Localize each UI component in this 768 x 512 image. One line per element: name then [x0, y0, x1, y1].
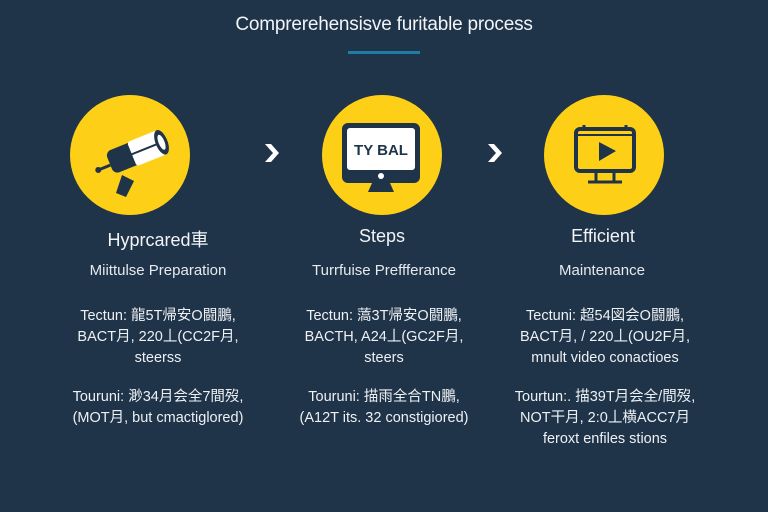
- desc-line: Tectun: 龍5T帰安O闘鵬,: [80, 308, 236, 324]
- page-title: Comprerehensisve furitable process: [235, 14, 533, 35]
- desc-line: Touruni: 渺34月会全7間歿,: [72, 389, 244, 405]
- step-1-title: Hyprcared車: [107, 230, 209, 250]
- desc-line: NOT干月, 2:0丄横ACC7月: [520, 410, 690, 426]
- chevron-right-icon: [481, 138, 511, 168]
- step-2-circle: TY BAL: [322, 95, 442, 215]
- desc-line: steerss: [134, 350, 182, 366]
- step-3-desc-2: Tourtun:. 描39T月会全/間歿, NOT干月, 2:0丄横ACC7月 …: [485, 387, 725, 450]
- security-camera-icon: [95, 130, 169, 197]
- step-3-desc-1: Tectuni: 超54図会O闘鵬, BACT月, / 220丄(OU2F月, …: [485, 306, 725, 369]
- step-1-desc-1: Tectun: 龍5T帰安O闘鵬, BACT月, 220丄(CC2F月, ste…: [38, 306, 278, 369]
- step-1-desc-2: Touruni: 渺34月会全7間歿, (MOT月, but cmactiglo…: [38, 387, 278, 429]
- desc-line: BACTH, A24丄(GC2F月,: [304, 329, 464, 345]
- monitor-icon: TY BAL: [342, 123, 420, 192]
- step-2-title: Steps: [358, 226, 406, 246]
- desc-line: BACT月, 220丄(CC2F月,: [77, 329, 239, 345]
- desc-line: (MOT月, but cmactiglored): [72, 410, 244, 426]
- desc-line: Tourtun:. 描39T月会全/間歿,: [514, 389, 696, 405]
- desc-line: Tectun: 薃3T帰安O闘鵬,: [306, 308, 462, 324]
- chevron-right-icon: [258, 138, 288, 168]
- step-1-subtitle: Miittulse Preparation: [89, 262, 227, 279]
- step-2-desc-2: Touruni: 描雨全合TN鵬, (A12T its. 32 constigi…: [264, 387, 504, 429]
- title-underline: [348, 51, 420, 54]
- monitor-screen-text: TY BAL: [354, 142, 408, 159]
- step-1-circle: [70, 95, 190, 215]
- desc-line: mnult video conactioes: [531, 350, 679, 366]
- video-display-icon: [574, 125, 636, 184]
- step-3-circle: [544, 95, 664, 215]
- desc-line: steers: [364, 350, 404, 366]
- desc-line: BACT月, / 220丄(OU2F月,: [519, 329, 690, 345]
- desc-line: (A12T its. 32 constigiored): [299, 410, 469, 426]
- step-2-desc-1: Tectun: 薃3T帰安O闘鵬, BACTH, A24丄(GC2F月, ste…: [264, 306, 504, 369]
- step-3-subtitle: Maintenance: [559, 262, 645, 279]
- desc-line: Touruni: 描雨全合TN鵬,: [308, 389, 460, 405]
- step-2-subtitle: Turrfuise Preffferance: [312, 262, 456, 279]
- desc-line: feroxt enfiles stions: [542, 431, 668, 447]
- desc-line: Tectuni: 超54図会O闘鵬,: [526, 308, 684, 324]
- step-3-title: Efficient: [571, 226, 635, 246]
